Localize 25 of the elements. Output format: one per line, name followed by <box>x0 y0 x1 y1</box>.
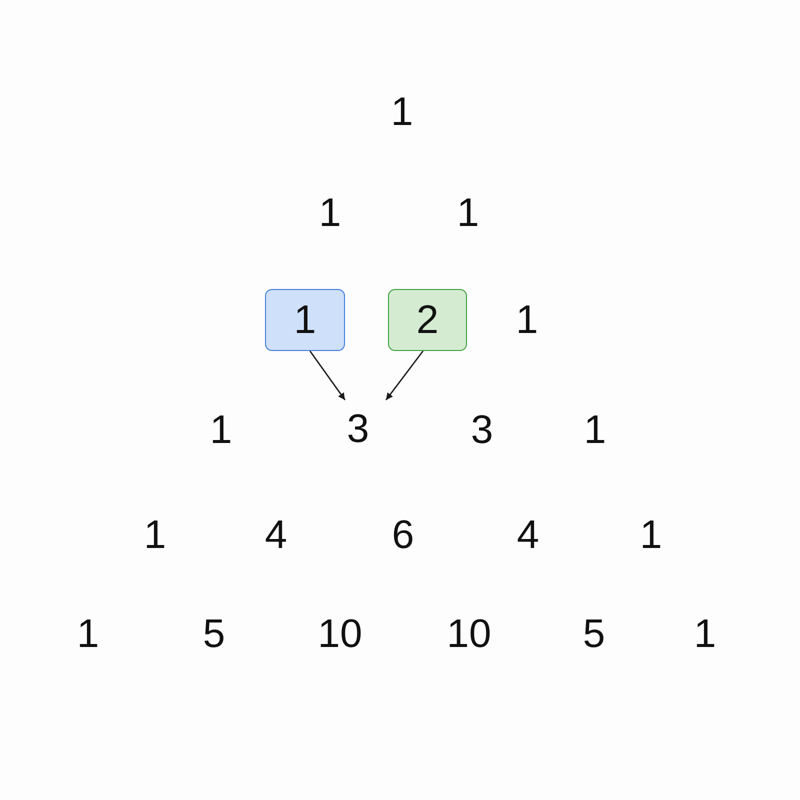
highlight-box <box>265 289 345 351</box>
number-text: 1 <box>456 193 480 233</box>
number-text: 1 <box>210 410 232 450</box>
number-text: 2 <box>416 300 439 340</box>
number-text: 1 <box>390 92 414 132</box>
number-text: 3 <box>346 409 370 449</box>
number-text: 1 <box>76 614 100 654</box>
number-text: 10 <box>318 614 362 654</box>
highlight-box <box>388 289 467 351</box>
number-text: 3 <box>470 410 494 450</box>
number-text: 5 <box>202 614 226 654</box>
number-text: 4 <box>264 515 288 555</box>
number-text: 1 <box>294 300 316 340</box>
number-text: 1 <box>584 410 606 450</box>
arrow <box>385 350 424 400</box>
number-text: 1 <box>516 300 538 340</box>
arrow <box>309 350 346 400</box>
number-text: 6 <box>392 515 414 555</box>
number-text: 10 <box>446 614 492 654</box>
number-text: 1 <box>144 515 166 555</box>
number-text: 1 <box>694 614 716 654</box>
number-text: 5 <box>582 614 606 654</box>
number-text: 4 <box>516 515 540 555</box>
number-text: 1 <box>640 515 662 555</box>
number-text: 1 <box>318 193 342 233</box>
